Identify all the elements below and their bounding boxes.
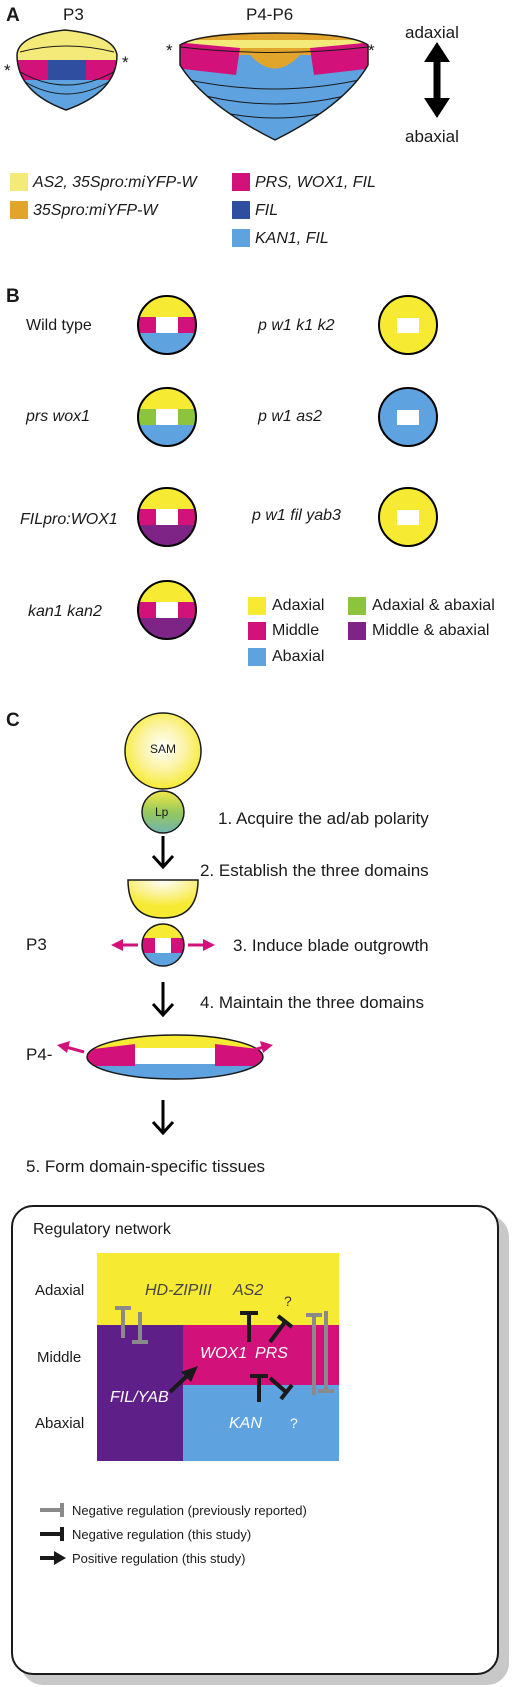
section-p-w1-as2 bbox=[378, 387, 438, 447]
section-p-w1-fil-yab3 bbox=[378, 487, 438, 547]
step-2-label: 2. Establish the three domains bbox=[200, 861, 429, 880]
gene-fil-yab: FIL/YAB bbox=[110, 1389, 169, 1406]
legend-negative-previous: Negative regulation (previously reported… bbox=[72, 1503, 307, 1518]
domain-adaxial bbox=[97, 1253, 339, 1325]
legend-swatch-middle bbox=[248, 622, 266, 640]
network-title: Regulatory network bbox=[33, 1221, 171, 1238]
p4-blade bbox=[87, 1035, 263, 1079]
step-1-label: 1. Acquire the ad/ab polarity bbox=[218, 809, 429, 828]
network-row-abaxial: Abaxial bbox=[35, 1415, 85, 1432]
panel-a-label: A bbox=[6, 5, 20, 26]
legend-label-fil: FIL bbox=[255, 202, 279, 219]
gene-prs: PRS bbox=[255, 1345, 288, 1362]
section-kan1-kan2 bbox=[138, 581, 196, 639]
step-3-label: 3. Induce blade outgrowth bbox=[233, 936, 429, 955]
gene-wox1: WOX1 bbox=[200, 1345, 248, 1362]
mutant-label-p-w1-k1-k2: p w1 k1 k2 bbox=[258, 317, 335, 334]
panel-c-label: C bbox=[6, 710, 20, 731]
panel-b-mutant-sections bbox=[137, 295, 438, 640]
legend-label-middle: Middle bbox=[272, 622, 320, 639]
stage-p3-label: P3 bbox=[26, 935, 47, 954]
panel-b-label: B bbox=[6, 286, 20, 307]
mutant-label-p-w1-as2: p w1 as2 bbox=[258, 408, 323, 425]
legend-positive-this-study: Positive regulation (this study) bbox=[72, 1551, 246, 1566]
lp-shape bbox=[141, 790, 185, 834]
mutant-label-kan1-kan2: kan1 kan2 bbox=[28, 603, 102, 620]
regulatory-network-diagram bbox=[40, 1253, 339, 1565]
sam-label: SAM bbox=[150, 742, 177, 756]
legend-label-prs: PRS, WOX1, FIL bbox=[255, 174, 376, 191]
panel-c-development-diagram bbox=[57, 712, 273, 1136]
stage-p4p6-label: P4-P6 bbox=[246, 5, 294, 24]
legend-swatch-adaxial bbox=[248, 597, 266, 615]
mutant-label-p-w1-fil-yab3: p w1 fil yab3 bbox=[252, 507, 341, 524]
mutant-label-filpro-wox1: FILpro:WOX1 bbox=[20, 511, 118, 528]
mutant-label-prs-wox1: prs wox1 bbox=[26, 408, 91, 425]
legend-label-middle-abaxial: Middle & abaxial bbox=[372, 622, 490, 639]
mutant-label-wild-type: Wild type bbox=[26, 317, 92, 334]
panel-a-leaf-sections bbox=[16, 29, 450, 141]
asterisk-marker: * bbox=[166, 41, 173, 60]
network-row-adaxial: Adaxial bbox=[35, 1282, 85, 1299]
legend-swatch-kan1 bbox=[232, 229, 250, 247]
p3-primordium bbox=[142, 924, 184, 966]
asterisk-marker: * bbox=[122, 53, 129, 72]
stage-p3-label: P3 bbox=[63, 5, 84, 24]
step-5-label: 5. Form domain-specific tissues bbox=[26, 1157, 266, 1176]
legend-label-as2: AS2, 35Spro:miYFP-W bbox=[33, 174, 197, 191]
domain-fil-yab bbox=[97, 1325, 183, 1461]
gene-hdzip: HD-ZIPIII bbox=[145, 1282, 212, 1299]
unknown-target-up: ? bbox=[284, 1293, 292, 1309]
legend-label-abaxial: Abaxial bbox=[272, 648, 325, 665]
legend-swatch-prs bbox=[232, 173, 250, 191]
axis-bottom-label: abaxial bbox=[405, 127, 459, 146]
legend-swatch-middle-abaxial bbox=[348, 622, 366, 640]
legend-label-adaxial: Adaxial bbox=[272, 597, 325, 614]
legend-negative-this-study: Negative regulation (this study) bbox=[72, 1527, 252, 1542]
asterisk-marker: * bbox=[368, 41, 375, 60]
asterisk-marker: * bbox=[4, 61, 11, 80]
stage-p4-label: P4- bbox=[26, 1045, 53, 1064]
section-p-w1-k1-k2 bbox=[378, 295, 438, 355]
section-filpro-wox1 bbox=[138, 488, 196, 546]
legend-label-miyfp: 35Spro:miYFP-W bbox=[33, 202, 158, 219]
legend-label-kan1: KAN1, FIL bbox=[255, 230, 329, 247]
network-row-middle: Middle bbox=[37, 1349, 82, 1366]
sam-cap-shape bbox=[127, 879, 199, 919]
section-wild-type bbox=[138, 296, 196, 354]
sam-shape bbox=[124, 712, 202, 790]
legend-swatch-miyfp bbox=[10, 201, 28, 219]
legend-swatch-adaxial-abaxial bbox=[348, 597, 366, 615]
legend-label-adaxial-abaxial: Adaxial & abaxial bbox=[372, 597, 495, 614]
gene-as2: AS2 bbox=[233, 1282, 264, 1299]
legend-swatch-abaxial bbox=[248, 648, 266, 666]
unknown-target-down: ? bbox=[290, 1415, 298, 1431]
step-4-label: 4. Maintain the three domains bbox=[200, 993, 424, 1012]
axis-top-label: adaxial bbox=[405, 23, 459, 42]
legend-swatch-fil bbox=[232, 201, 250, 219]
section-prs-wox1 bbox=[138, 388, 196, 446]
gene-kan: KAN bbox=[229, 1415, 262, 1432]
lp-label: Lp bbox=[155, 805, 169, 819]
legend-swatch-as2 bbox=[10, 173, 28, 191]
